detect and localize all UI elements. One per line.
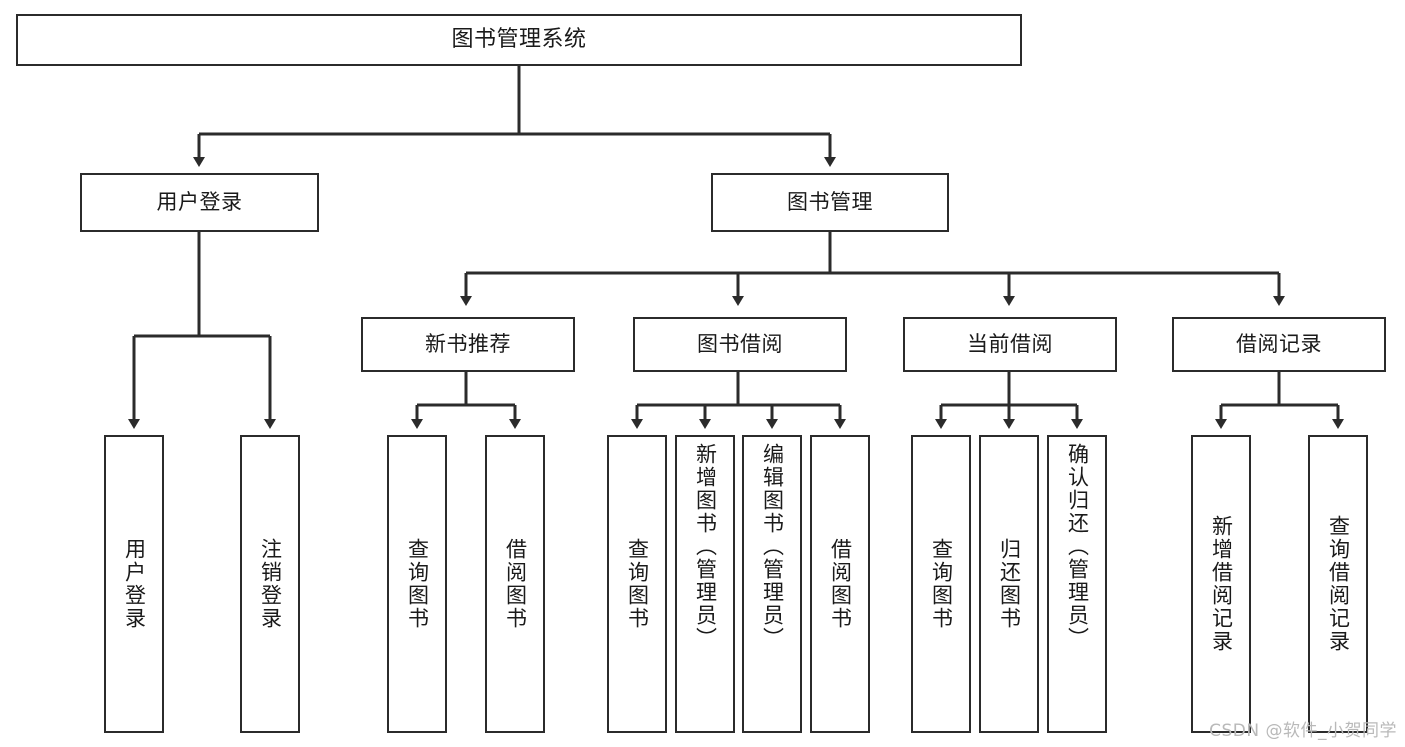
node-leaf-user-login[interactable]: 用户登录 <box>104 435 164 733</box>
node-book-management[interactable]: 图书管理 <box>711 173 949 232</box>
node-label: 借阅记录 <box>1236 332 1322 357</box>
node-label: 确认归还（管理员） <box>1065 443 1090 650</box>
node-leaf-return-book[interactable]: 归还图书 <box>979 435 1039 733</box>
node-label: 当前借阅 <box>967 332 1053 357</box>
node-label: 用户登录 <box>122 538 147 630</box>
node-label: 图书管理 <box>787 190 873 215</box>
node-new-book-recommend[interactable]: 新书推荐 <box>361 317 575 372</box>
node-label: 查询图书 <box>625 538 650 630</box>
node-label: 查询图书 <box>405 538 430 630</box>
node-label: 新增图书（管理员） <box>693 443 718 650</box>
node-current-borrow[interactable]: 当前借阅 <box>903 317 1117 372</box>
node-leaf-edit-book-admin[interactable]: 编辑图书（管理员） <box>742 435 802 733</box>
node-leaf-add-book-admin[interactable]: 新增图书（管理员） <box>675 435 735 733</box>
node-leaf-borrow-book-recommend[interactable]: 借阅图书 <box>485 435 545 733</box>
node-label: 归还图书 <box>997 538 1022 630</box>
node-label: 新增借阅记录 <box>1209 515 1234 653</box>
node-label: 图书管理系统 <box>451 27 587 53</box>
node-label: 图书借阅 <box>697 332 783 357</box>
node-borrow-record[interactable]: 借阅记录 <box>1172 317 1386 372</box>
node-leaf-query-book-borrow[interactable]: 查询图书 <box>607 435 667 733</box>
node-leaf-confirm-return-admin[interactable]: 确认归还（管理员） <box>1047 435 1107 733</box>
node-user-login[interactable]: 用户登录 <box>80 173 319 232</box>
node-leaf-query-book-current[interactable]: 查询图书 <box>911 435 971 733</box>
node-leaf-add-borrow-record[interactable]: 新增借阅记录 <box>1191 435 1251 733</box>
node-label: 编辑图书（管理员） <box>760 443 785 650</box>
node-label: 用户登录 <box>156 190 243 215</box>
node-leaf-query-borrow-record[interactable]: 查询借阅记录 <box>1308 435 1368 733</box>
node-root-system[interactable]: 图书管理系统 <box>16 14 1022 66</box>
node-leaf-borrow-book[interactable]: 借阅图书 <box>810 435 870 733</box>
node-label: 借阅图书 <box>503 538 528 630</box>
node-label: 查询借阅记录 <box>1326 515 1351 653</box>
node-label: 查询图书 <box>929 538 954 630</box>
node-label: 注销登录 <box>258 538 283 630</box>
node-leaf-logout[interactable]: 注销登录 <box>240 435 300 733</box>
node-book-borrow[interactable]: 图书借阅 <box>633 317 847 372</box>
node-leaf-query-book-recommend[interactable]: 查询图书 <box>387 435 447 733</box>
node-label: 借阅图书 <box>828 538 853 630</box>
node-label: 新书推荐 <box>425 332 511 357</box>
